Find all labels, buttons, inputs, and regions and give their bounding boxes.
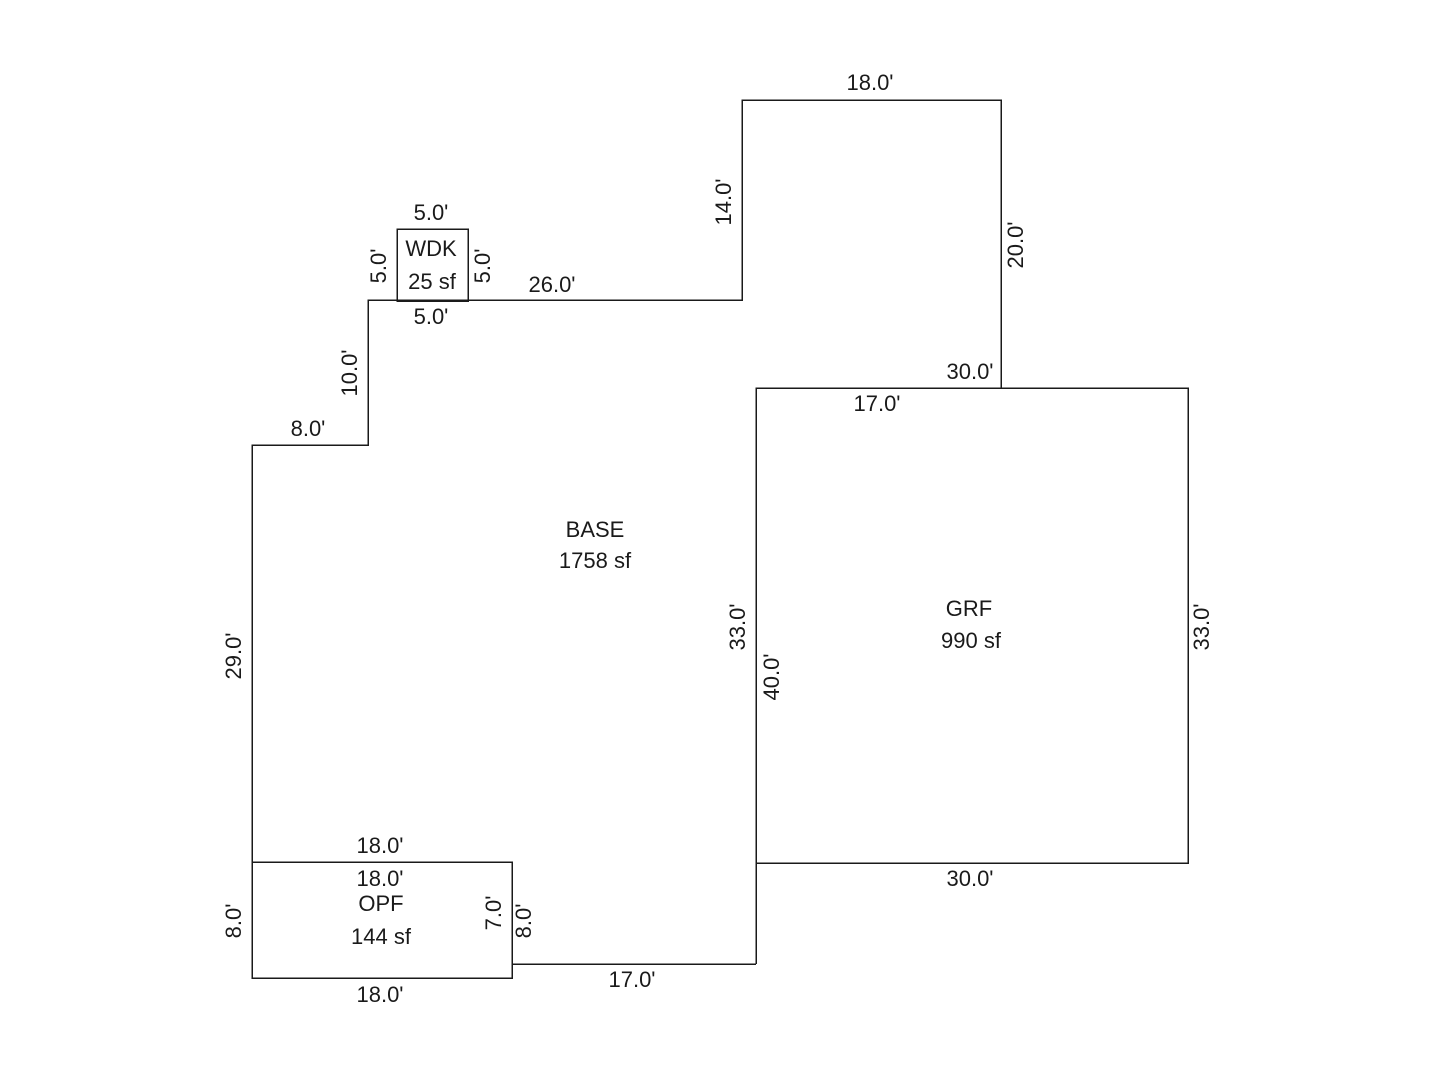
dim-wdk-left: 5.0' bbox=[366, 249, 391, 284]
wdk-outline bbox=[396, 228, 469, 302]
dim-base-left-29: 29.0' bbox=[221, 632, 246, 679]
dim-opf-right-7: 7.0' bbox=[481, 896, 506, 931]
base-outline bbox=[251, 99, 1002, 862]
dim-wdk-right: 5.0' bbox=[470, 249, 495, 284]
grf-area-name: GRF bbox=[946, 596, 992, 621]
dim-wdk-top: 5.0' bbox=[414, 200, 449, 225]
grf-outline bbox=[755, 387, 1189, 864]
dim-base-step-10: 10.0' bbox=[337, 349, 362, 396]
dim-opf-left-8: 8.0' bbox=[221, 904, 246, 939]
grf-area-size: 990 sf bbox=[941, 628, 1002, 653]
dim-opf-right-8: 8.0' bbox=[511, 904, 536, 939]
dim-top-bump-right: 20.0' bbox=[1003, 221, 1028, 268]
wdk-area-name: WDK bbox=[405, 236, 457, 261]
dim-opf-top-outer: 18.0' bbox=[356, 833, 403, 858]
dim-grf-left-33: 33.0' bbox=[725, 603, 750, 650]
dim-opf-bottom-18: 18.0' bbox=[356, 982, 403, 1007]
opf-area-size: 144 sf bbox=[351, 924, 412, 949]
base-area-size: 1758 sf bbox=[559, 548, 632, 573]
dim-base-step-8: 8.0' bbox=[291, 416, 326, 441]
dim-grf-left-40: 40.0' bbox=[759, 653, 784, 700]
dim-grf-right-33: 33.0' bbox=[1189, 603, 1214, 650]
dim-top-bump-top: 18.0' bbox=[846, 70, 893, 95]
dim-grf-top-30: 30.0' bbox=[946, 359, 993, 384]
opf-outline bbox=[251, 861, 513, 979]
dim-wdk-bottom: 5.0' bbox=[414, 304, 449, 329]
dim-base-bottom-17: 17.0' bbox=[608, 967, 655, 992]
wdk-area-size: 25 sf bbox=[408, 269, 457, 294]
dim-base-top-26: 26.0' bbox=[528, 272, 575, 297]
base-area-name: BASE bbox=[566, 517, 625, 542]
dim-opf-top-inner: 18.0' bbox=[356, 866, 403, 891]
dim-grf-bottom-30: 30.0' bbox=[946, 866, 993, 891]
dim-top-bump-left: 14.0' bbox=[711, 178, 736, 225]
dim-grf-top-17: 17.0' bbox=[853, 391, 900, 416]
opf-area-name: OPF bbox=[358, 891, 403, 916]
